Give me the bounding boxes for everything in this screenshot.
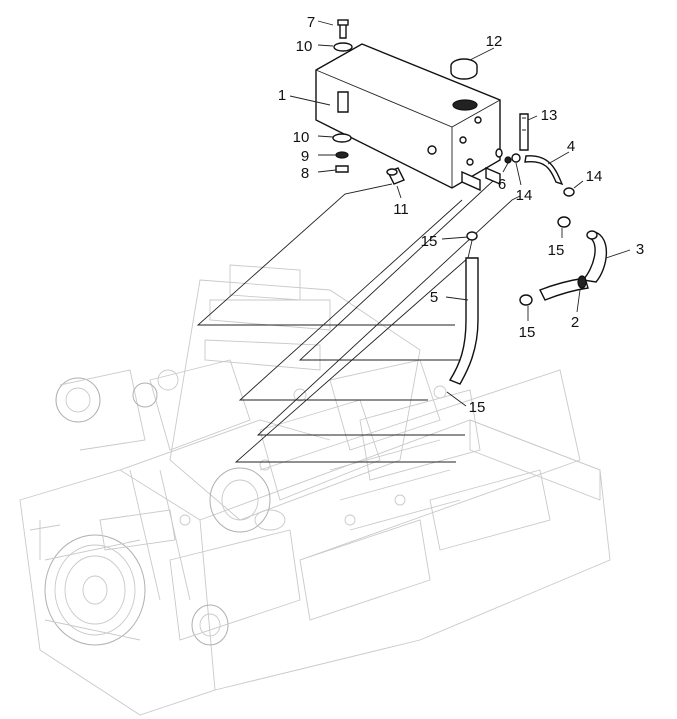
- expansion-tank: [315, 43, 501, 192]
- callout-15-hose5-bottom: 15: [469, 399, 486, 416]
- tank-outlet-fittings: [495, 148, 521, 164]
- hose-3: [557, 216, 608, 283]
- filler-cap: [450, 58, 478, 80]
- callout-6: 6: [498, 176, 506, 193]
- engine-assembly: [19, 264, 611, 716]
- assembly-leader-lines: [196, 179, 521, 463]
- callout-4: 4: [567, 138, 575, 155]
- callout-13: 13: [541, 107, 558, 124]
- callout-labels: 1 2 3 4 5 6 7 8 9 10 10 11 12 13 14 14 1…: [278, 14, 644, 416]
- hose-5: [448, 231, 479, 385]
- callout-14-fitting: 14: [516, 187, 533, 204]
- callout-3: 3: [636, 241, 644, 258]
- callout-10-bottom: 10: [293, 129, 310, 146]
- callout-7: 7: [307, 14, 315, 31]
- callout-leaders: [289, 20, 631, 407]
- callout-14-hose: 14: [586, 168, 603, 185]
- drain-fitting: [386, 167, 405, 185]
- callout-15-hose5-top: 15: [421, 233, 438, 250]
- callout-1: 1: [278, 87, 286, 104]
- callout-15-hose2: 15: [519, 324, 536, 341]
- mounting-hardware: [332, 19, 353, 173]
- callout-2: 2: [571, 314, 579, 331]
- callout-15-hose3: 15: [548, 242, 565, 259]
- callout-10-top: 10: [296, 38, 313, 55]
- callout-11: 11: [393, 201, 409, 218]
- callout-9: 9: [301, 148, 309, 165]
- callout-5: 5: [430, 289, 438, 306]
- hose-2: [519, 275, 589, 306]
- callout-12: 12: [486, 33, 503, 50]
- hose-4: [524, 155, 575, 197]
- callout-8: 8: [301, 165, 309, 182]
- level-gauge: [519, 113, 529, 151]
